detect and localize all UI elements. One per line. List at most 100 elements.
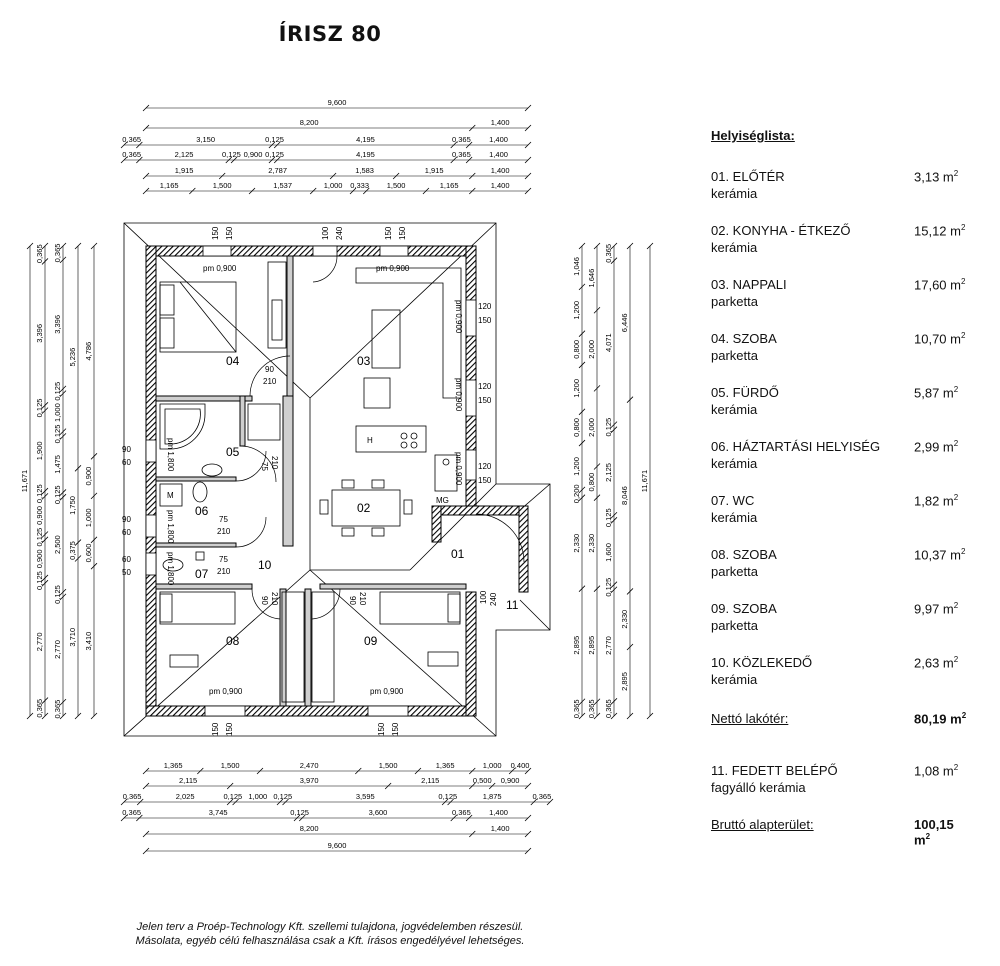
dimension-tick [610,698,618,705]
dimension-tick [136,156,143,164]
room-number: 05 [226,445,240,459]
dimension-label: 0,365 [572,699,581,718]
dimension-tick [136,814,143,822]
door-label: 240 [489,592,498,606]
room-number: 09 [364,634,378,648]
dimension-label: 9,600 [328,841,347,850]
dimension-tick [197,767,204,775]
dimension-tick [524,124,532,132]
right-dimension-chains: 1,0461,2000,8001,2000,8001,2000,2002,330… [572,242,654,720]
room-number: 07 [195,567,209,581]
dimension-tick [74,242,82,250]
room-name: 09. SZOBA [711,601,777,616]
dimension-tick [450,814,458,822]
wall-label: 240 [335,226,344,240]
dimension-tick [524,187,532,195]
dimension-label: 2,330 [620,610,629,629]
room-name: 10. KÖZLEKEDŐ [711,655,813,670]
wall-label: 120 [478,302,492,311]
room-floor: parketta [711,564,758,579]
dimension-tick [329,172,337,180]
dimension-label: 0,125 [53,382,62,401]
dimension-label: 0,125 [223,792,242,801]
dimension-tick [59,256,67,264]
dimension-tick [74,712,82,720]
dimension-label: 8,200 [300,824,319,833]
room-area: 17,60 m2 [914,277,966,293]
dimension-tick [248,187,256,195]
dimension-tick [142,847,150,855]
dimension-label: 1,475 [53,455,62,474]
dimension-tick [142,767,150,775]
room-area: 9,97 m2 [914,601,959,617]
wall-label: 150 [211,722,220,736]
dimension-label: 2,000 [587,340,596,359]
dimension-label: 0,375 [68,541,77,560]
dimension-tick [578,585,586,592]
dimension-label: 1,200 [572,301,581,320]
dimension-tick [41,407,49,414]
dimension-tick [384,782,392,790]
dimension-label: 0,125 [265,150,284,159]
room-name: 04. SZOBA [711,331,777,346]
dimension-tick [447,798,454,806]
dimension-label: 1,600 [604,543,613,562]
room-name: 05. FÜRDŐ [711,385,779,400]
wall-label: 60 [122,528,131,537]
dimension-tick [41,258,49,265]
dimension-label: 0,333 [350,181,369,190]
dimension-tick [469,187,476,195]
wall-label: 150 [391,722,400,736]
dimension-label: 4,786 [84,342,93,361]
dimension-label: 3,970 [300,776,319,785]
wall-label: 150 [384,226,393,240]
dimension-tick [59,428,67,435]
room-number: 04 [226,354,240,368]
window-label: pm 0,900 [454,300,463,334]
room-floor: parketta [711,294,758,309]
dimension-tick [120,798,128,806]
dimension-label: 0,365 [122,150,141,159]
dimension-tick [362,187,370,195]
dimension-tick [120,814,128,822]
dimension-label: 0,125 [35,528,44,547]
dimension-tick [593,306,601,314]
dimension-tick [41,574,49,582]
window-label: pm 0,900 [454,378,463,412]
dimension-label: 0,365 [604,699,613,718]
room-area: 10,70 m2 [914,331,966,347]
dimension-label: 0,125 [604,578,613,597]
dimension-tick [524,782,532,790]
dimension-label: 1,875 [483,792,502,801]
door-label: 90 [265,365,274,374]
gross-area-label: Bruttó alapterület: [711,817,814,832]
dimension-label: 1,165 [440,181,459,190]
dimension-label: 3,396 [35,324,44,343]
dimension-tick [298,814,306,822]
dimension-tick [450,156,458,164]
dimension-label: 1,200 [572,379,581,398]
dimension-label: 1,583 [355,166,374,175]
dimension-tick [59,712,67,720]
room-list-heading: Helyiséglista: [711,128,795,143]
dimension-tick [142,187,150,195]
dimension-label: 1,000 [248,792,267,801]
dimension-tick [610,421,618,428]
door-label: 210 [270,456,279,470]
dimension-label: 0,400 [511,761,530,770]
dimension-tick [41,697,49,704]
dimension-tick [41,493,49,500]
dimension-tick [524,767,532,775]
dimension-label: 0,125 [265,135,284,144]
dimension-tick [593,385,601,392]
room-number: 06 [195,504,209,518]
wall-label: 150 [398,226,407,240]
dimension-label: 0,800 [572,340,581,359]
dimension-tick [465,814,473,822]
room-floor: fagyálló kerámia [711,780,806,795]
dimension-tick [524,172,532,180]
dimension-label: 0,125 [35,399,44,418]
